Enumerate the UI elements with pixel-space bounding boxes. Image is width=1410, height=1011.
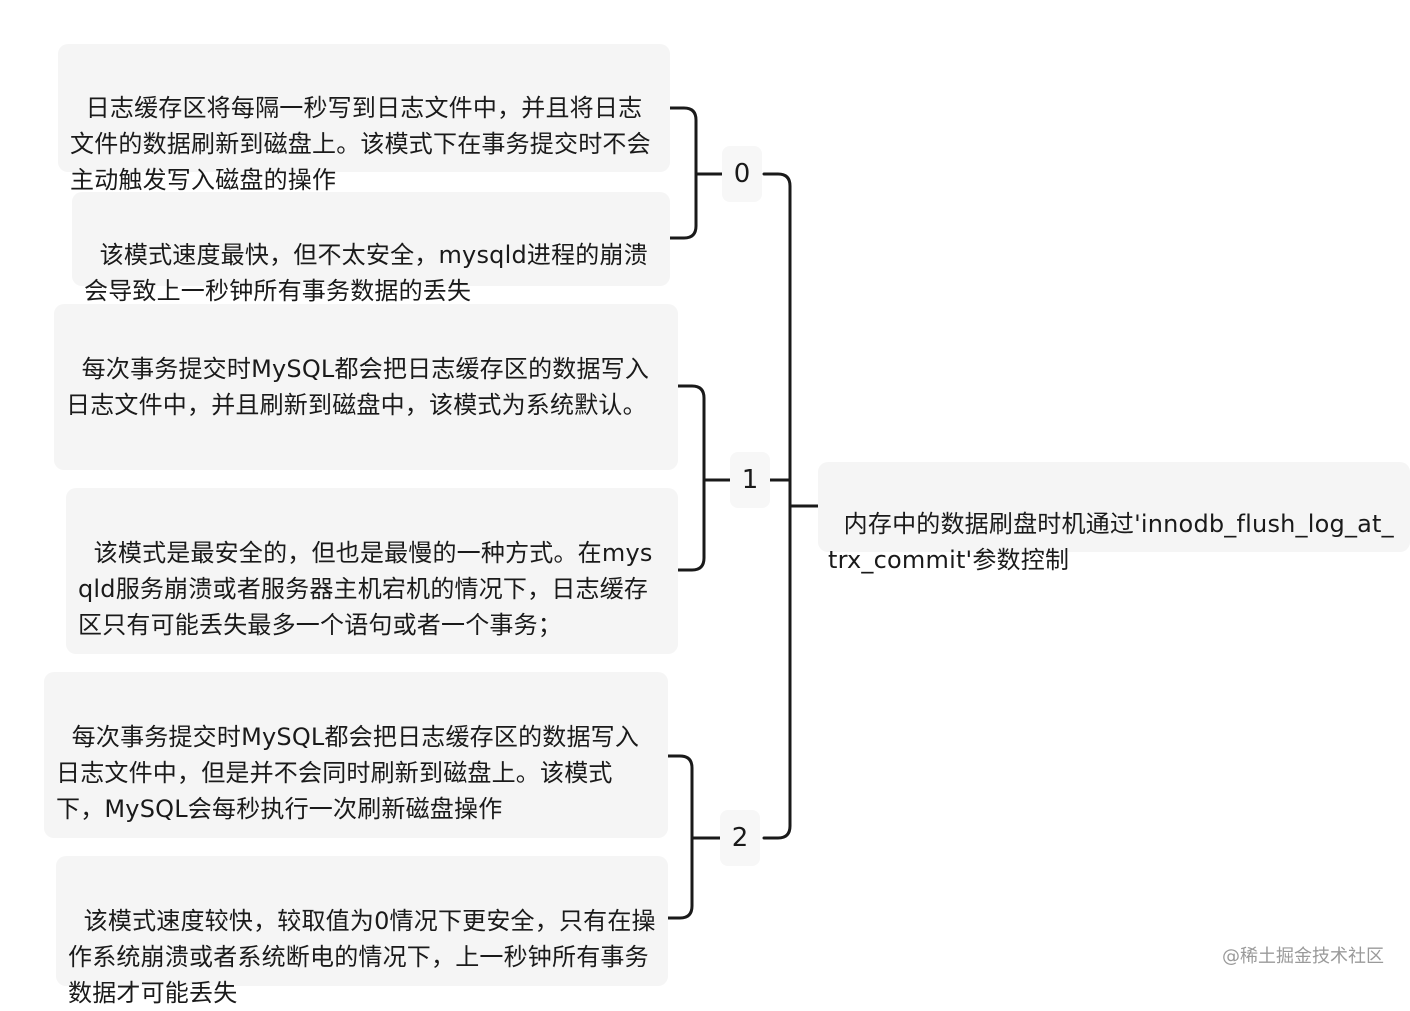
branch-1-item-1-text: 每次事务提交时MySQL都会把日志缓存区的数据写入日志文件中，并且刷新到磁盘中，… (66, 355, 650, 419)
branch-2-item-1-text: 每次事务提交时MySQL都会把日志缓存区的数据写入日志文件中，但是并不会同时刷新… (56, 723, 640, 823)
branch-1-item-2-text: 该模式是最安全的，但也是最慢的一种方式。在mysqld服务崩溃或者服务器主机宕机… (78, 539, 653, 639)
connector-main-bracket (762, 172, 792, 840)
branch-1-item-2: 该模式是最安全的，但也是最慢的一种方式。在mysqld服务崩溃或者服务器主机宕机… (66, 488, 678, 654)
branch-label-2: 2 (720, 810, 760, 866)
watermark: @稀土掘金技术社区 (1222, 946, 1384, 967)
branch-label-1: 1 (730, 452, 770, 508)
branch-2-item-2-text: 该模式速度较快，较取值为0情况下更安全，只有在操作系统崩溃或者系统断电的情况下，… (68, 907, 656, 1007)
branch-0-item-2-text: 该模式速度最快，但不太安全，mysqld进程的崩溃会导致上一秒钟所有事务数据的丢… (84, 241, 648, 305)
branch-0-item-1-text: 日志缓存区将每隔一秒写到日志文件中，并且将日志文件的数据刷新到磁盘上。该模式下在… (70, 94, 651, 194)
root-node-text: 内存中的数据刷盘时机通过'innodb_flush_log_at_trx_com… (828, 510, 1394, 574)
branch-0-item-1: 日志缓存区将每隔一秒写到日志文件中，并且将日志文件的数据刷新到磁盘上。该模式下在… (58, 44, 670, 194)
root-node: 内存中的数据刷盘时机通过'innodb_flush_log_at_trx_com… (818, 462, 1410, 574)
branch-2-item-1: 每次事务提交时MySQL都会把日志缓存区的数据写入日志文件中，但是并不会同时刷新… (44, 672, 668, 838)
branch-0-item-2: 该模式速度最快，但不太安全，mysqld进程的崩溃会导致上一秒钟所有事务数据的丢… (72, 192, 670, 305)
branch-2-item-2: 该模式速度较快，较取值为0情况下更安全，只有在操作系统崩溃或者系统断电的情况下，… (56, 856, 668, 1007)
branch-1-item-1: 每次事务提交时MySQL都会把日志缓存区的数据写入日志文件中，并且刷新到磁盘中，… (54, 304, 678, 470)
branch-label-0: 0 (722, 146, 762, 202)
